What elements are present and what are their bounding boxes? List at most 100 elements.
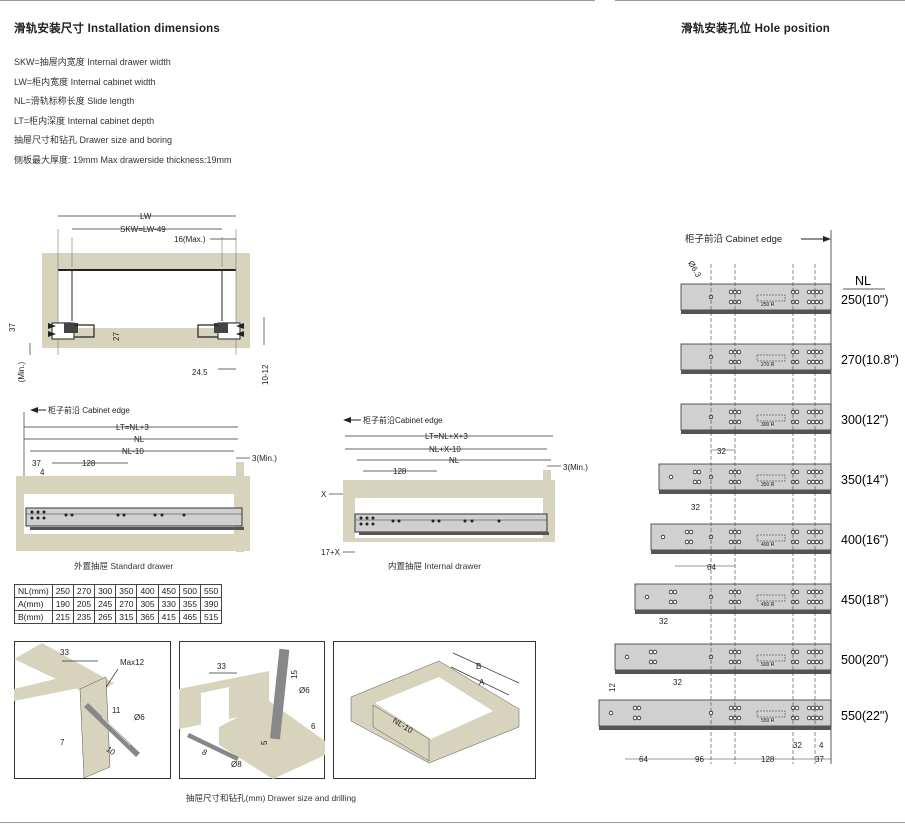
std-d4: 4 [40,468,45,477]
drilling-caption: 抽屉尺寸和钻孔(mm) Drawer size and drilling [186,793,357,803]
p3-a: A [479,678,485,687]
p2-15: 15 [290,670,299,679]
nl-length-label: 300(12") [841,413,889,427]
int-x: X [321,490,327,499]
nl-length-label: 400(16") [841,533,889,547]
slide-rail: 270 R [680,343,832,374]
top-rule-right [615,0,905,1]
table-row-header: B(mm) [14,610,53,624]
table-cell: 465 [178,610,202,624]
table-cell: 250 [51,584,74,598]
int-d128: 128 [393,467,407,476]
std-d3min: 3(Min.) [252,454,277,463]
dim-10-12: 10-12 [261,364,270,385]
nl-length-label: 250(10") [841,293,889,307]
drilling-panel-2: 33 15 Ø6 6 5 8 Ø8 [179,641,325,779]
nl-length-label: 350(14") [841,473,889,487]
table-cell: 265 [94,610,117,624]
slide-rail: 500 R [614,643,832,674]
p1-33: 33 [60,648,69,657]
hp-32e: 32 [793,741,802,750]
drilling-panel-3: B A NL-10 [333,641,536,779]
hp-96: 96 [695,755,704,764]
hp-32b: 32 [691,503,700,512]
std-d128: 128 [82,459,96,468]
hp-37: 37 [815,755,824,764]
std-d37: 37 [32,459,41,468]
p2-33: 33 [217,662,226,671]
hp-cabinet-edge: 柜子前沿 Cabinet edge [685,233,782,245]
dim-lw: LW [140,212,152,221]
slide-rail: 450 R [634,583,832,614]
left-slide-profile [48,322,95,340]
table-cell: 355 [178,597,202,611]
int-slide [354,513,548,533]
table-cell: 300 [94,584,117,598]
drilling-panel-1: 33 Max12 11 Ø6 7 10 [14,641,171,779]
spec-lw: LW=柜内宽度 Internal cabinet width [14,76,156,87]
int-lt: LT=NL+X+3 [425,432,468,441]
p1-max12: Max12 [120,658,145,667]
table-cell: 400 [136,584,159,598]
p2-8: 8 [200,747,209,757]
hp-128: 128 [761,755,775,764]
nl-length-label: 550(22") [841,709,889,723]
rail-label: 270 R [761,362,775,368]
nl-length-label: 450(18") [841,593,889,607]
int-nlx10: NL+X-10 [429,445,461,454]
p1-7: 7 [60,738,65,747]
std-nl: NL [134,435,145,444]
std-cabinet-edge: 柜子前沿 Cabinet edge [48,405,130,415]
slide-rail: 350 R [658,463,832,494]
hp-64b: 64 [639,755,648,764]
table-cell: 205 [72,597,96,611]
int-d3min: 3(Min.) [563,463,588,472]
table-cell: 500 [178,584,202,598]
hp-12: 12 [608,683,617,692]
right-title: 滑轨安装孔位 Hole position [681,23,831,35]
rail-label: 400 R [761,542,775,548]
standard-drawer-diagram: 柜子前沿 Cabinet edge LT=NL+3 NL NL-10 37 12… [16,405,277,552]
table-cell: 415 [157,610,180,624]
hp-4: 4 [819,741,824,750]
spec-lt: LT=柜内深度 Internal cabinet depth [14,115,155,126]
int-caption: 内置抽屉 Internal drawer [388,561,482,571]
rail-label: 550 R [761,718,775,724]
table-cell: 515 [200,610,223,624]
std-lt: LT=NL+3 [116,423,149,432]
p2-phi8: Ø8 [231,760,242,769]
slide-rail: 550 R [598,699,832,730]
std-slide [25,507,243,527]
internal-drawer-diagram: 柜子前沿Cabinet edge LT=NL+X+3 NL+X-10 NL 12… [321,415,588,557]
hp-32c: 32 [659,617,668,626]
nl-length-label: 270(10.8") [841,353,899,367]
p2-6: 6 [311,722,316,731]
spec-list: SKW=抽屉内宽度 Internal drawer width LW=柜内宽度 … [14,53,232,170]
dim-27: 27 [112,332,121,341]
top-rule-left [0,0,595,1]
dim-16max: 16(Max.) [174,235,206,244]
table-cell: 550 [200,584,223,598]
spec-nl: NL=滑轨标称长度 Slide length [14,96,135,106]
rail-label: 300 R [761,422,775,428]
p1-phi6: Ø6 [134,713,145,722]
hp-nl-header: NL [855,274,871,288]
table-cell: 450 [157,584,180,598]
hp-64: 64 [707,563,716,572]
table-cell: 390 [200,597,223,611]
table-cell: 315 [115,610,138,624]
table-row-header: NL(mm) [14,584,53,598]
cross-section-diagram: LW SKW=LW-49 16(Max.) 37 27 2 (Min.) 24.… [8,212,270,385]
table-cell: 365 [136,610,159,624]
right-slide-profile [197,322,244,340]
table-cell: 235 [72,610,96,624]
table-cell: 270 [72,584,96,598]
spec-max-thickness: 侧板最大厚度: 19mm Max drawerside thickness:19… [14,154,232,165]
table-cell: 245 [94,597,117,611]
table-row-header: A(mm) [14,597,53,611]
std-nl10: NL-10 [122,447,144,456]
rail-label: 250 R [761,302,775,308]
